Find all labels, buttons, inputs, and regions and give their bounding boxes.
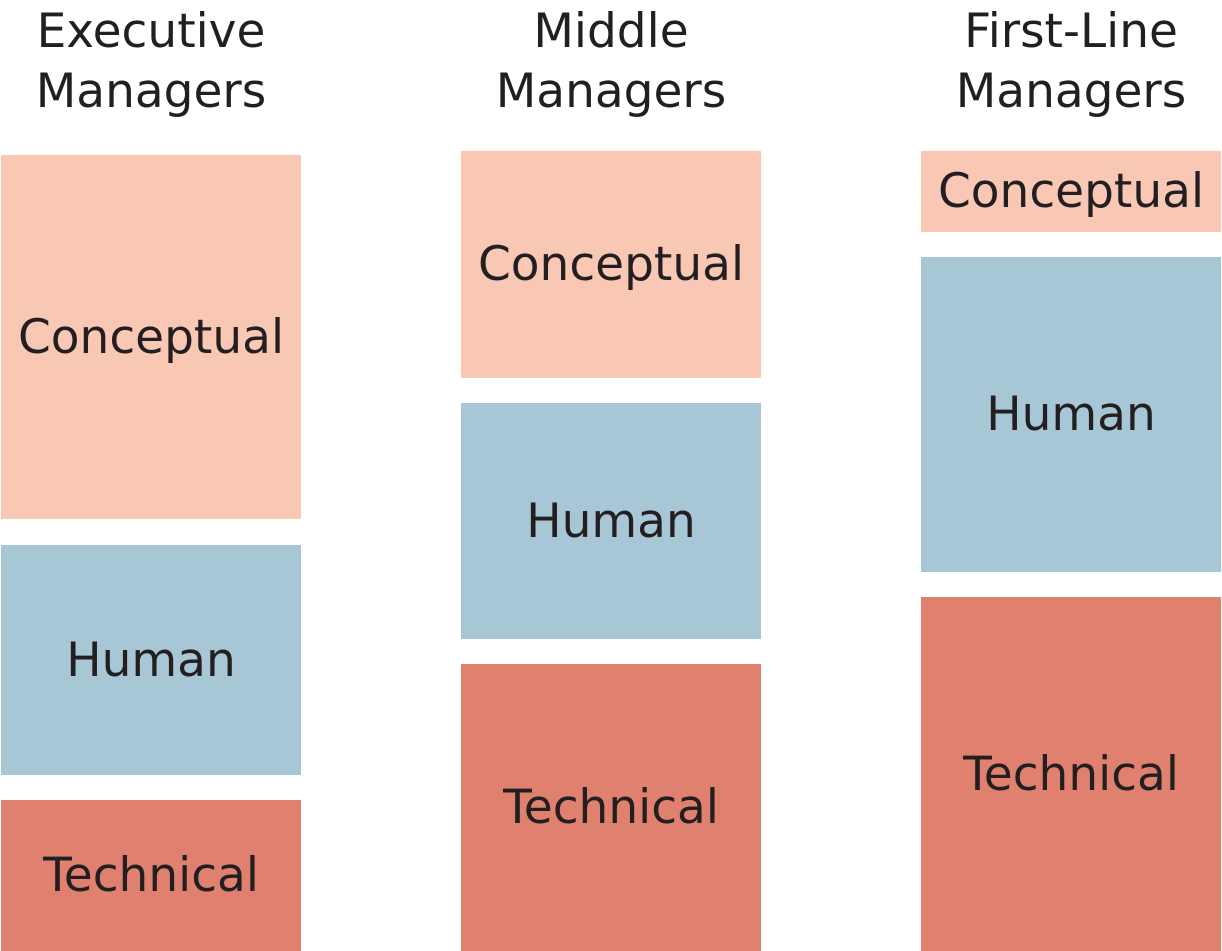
- column-first-line-managers: First-Line Managers Conceptual Human Tec…: [921, 0, 1221, 951]
- block-label-technical: Technical: [963, 746, 1179, 802]
- block-technical: Technical: [1, 800, 301, 951]
- block-conceptual: Conceptual: [461, 151, 761, 378]
- block-conceptual: Conceptual: [921, 151, 1221, 232]
- block-label-conceptual: Conceptual: [937, 164, 1205, 219]
- block-label-human: Human: [66, 632, 236, 688]
- column-executive-managers: Executive Managers Conceptual Human Tech…: [1, 0, 301, 951]
- block-human: Human: [1, 545, 301, 775]
- block-human: Human: [921, 257, 1221, 572]
- block-human: Human: [461, 403, 761, 639]
- column-title-first-line-managers: First-Line Managers: [955, 4, 1187, 119]
- block-label-human: Human: [526, 493, 696, 549]
- column-title-executive-managers: Executive Managers: [35, 4, 267, 119]
- block-label-technical: Technical: [503, 780, 719, 835]
- block-technical: Technical: [921, 597, 1221, 951]
- block-label-conceptual: Conceptual: [17, 309, 285, 365]
- block-label-conceptual: Conceptual: [477, 237, 745, 292]
- block-label-human: Human: [986, 387, 1156, 442]
- column-middle-managers: Middle Managers Conceptual Human Technic…: [461, 0, 761, 951]
- column-title-middle-managers: Middle Managers: [495, 4, 727, 119]
- block-technical: Technical: [461, 664, 761, 951]
- block-label-technical: Technical: [43, 848, 259, 903]
- block-conceptual: Conceptual: [1, 155, 301, 519]
